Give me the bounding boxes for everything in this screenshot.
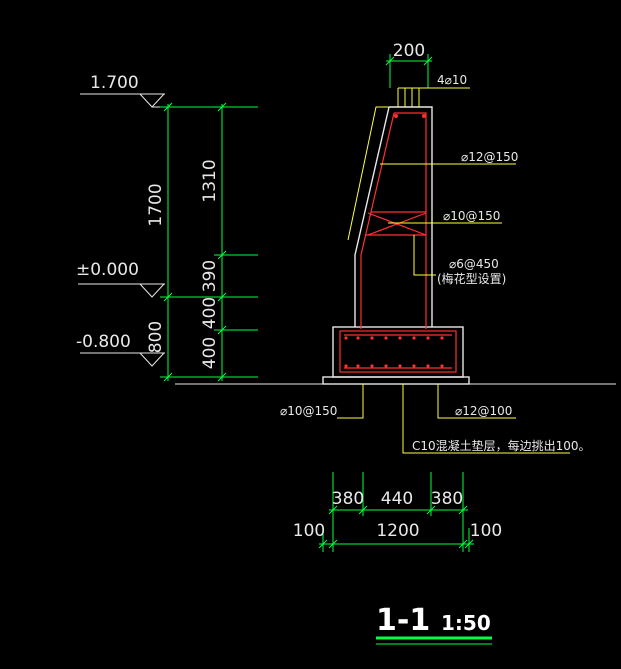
dim-100-left: 100 xyxy=(293,521,325,541)
dim-1310: 1310 xyxy=(200,159,220,202)
dim-440: 440 xyxy=(381,489,413,509)
bottom-dimension-chains xyxy=(318,472,474,552)
label-stem-horizontal: ⌀10@150 xyxy=(443,209,500,223)
rebar-dots xyxy=(344,114,444,368)
dim-1700: 1700 xyxy=(146,183,166,226)
dim-390: 390 xyxy=(200,260,220,292)
rebar xyxy=(339,112,457,373)
wall-outline xyxy=(322,106,470,385)
left-dimension-chains xyxy=(160,102,258,382)
label-tie: ⌀6@450 xyxy=(449,257,499,271)
elevation-marker-zero: ±0.000 xyxy=(76,260,165,298)
top-width-dimension xyxy=(385,54,433,88)
dim-380-left: 380 xyxy=(332,489,364,509)
label-top-bars: 4⌀10 xyxy=(437,73,467,87)
elevation-marker-bottom: -0.800 xyxy=(76,332,165,367)
dim-1200: 1200 xyxy=(376,521,419,541)
elevation-label-zero: ±0.000 xyxy=(76,260,139,280)
dim-400-upper: 400 xyxy=(200,297,220,329)
section-title: 1-1 xyxy=(376,603,430,638)
dim-400-lower: 400 xyxy=(200,337,220,369)
label-stem-vertical: ⌀12@150 xyxy=(461,150,518,164)
dim-800: 800 xyxy=(146,321,166,353)
label-cushion-note: C10混凝土垫层，每边挑出100。 xyxy=(412,438,591,453)
elevation-marker-top: 1.700 xyxy=(80,73,258,108)
dim-380-right: 380 xyxy=(431,489,463,509)
section-scale: 1:50 xyxy=(441,611,491,635)
label-tie-note: (梅花型设置) xyxy=(437,271,506,286)
label-footing-right: ⌀12@100 xyxy=(455,404,512,418)
leader-lines xyxy=(337,87,570,454)
elevation-label-top: 1.700 xyxy=(90,73,139,93)
label-footing-left: ⌀10@150 xyxy=(280,404,337,418)
elevation-label-bottom: -0.800 xyxy=(76,332,131,352)
dim-100-right: 100 xyxy=(470,521,502,541)
dim-200: 200 xyxy=(393,41,425,61)
